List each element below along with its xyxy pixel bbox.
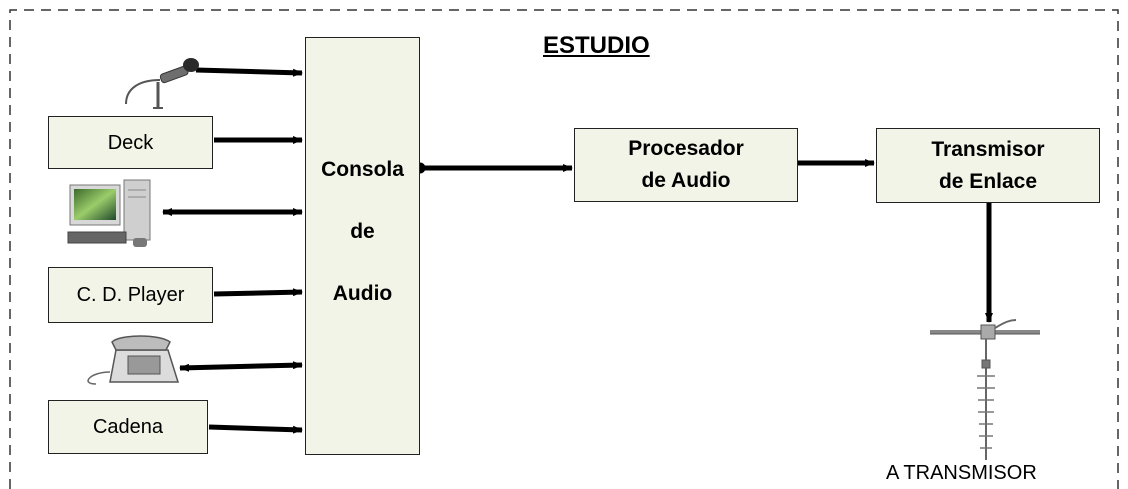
microphone-icon [125, 58, 199, 109]
computer-icon [67, 179, 151, 247]
audio-console-box: Consola de Audio [305, 37, 420, 455]
deck-label: Deck [107, 131, 154, 154]
transmitter-label-line2: de Enlace [938, 169, 1038, 193]
cd-player-label: C. D. Player [76, 284, 185, 306]
console-label-line1: Consola [321, 158, 404, 181]
console-label-line2: de [350, 220, 375, 243]
console-label-line3: Audio [332, 282, 393, 305]
studio-boundary [9, 9, 1119, 489]
link-transmitter-box: Transmisor de Enlace [876, 128, 1100, 203]
cd-player-box: C. D. Player [48, 267, 213, 323]
antenna-icon [930, 319, 1040, 460]
cadena-label: Cadena [92, 416, 164, 438]
processor-label-line2: de Audio [641, 169, 731, 192]
signal-chain-arrows [414, 159, 993, 323]
audio-processor-box: Procesador de Audio [574, 128, 798, 202]
cadena-box: Cadena [48, 400, 208, 454]
transmitter-label-line1: Transmisor [931, 137, 1045, 161]
processor-label-line1: Procesador [628, 137, 744, 160]
studio-title: ESTUDIO [543, 32, 650, 59]
output-caption: A TRANSMISOR [886, 462, 1037, 484]
telephone-icon [87, 335, 180, 385]
deck-box: Deck [48, 116, 213, 169]
input-arrows [162, 67, 303, 434]
